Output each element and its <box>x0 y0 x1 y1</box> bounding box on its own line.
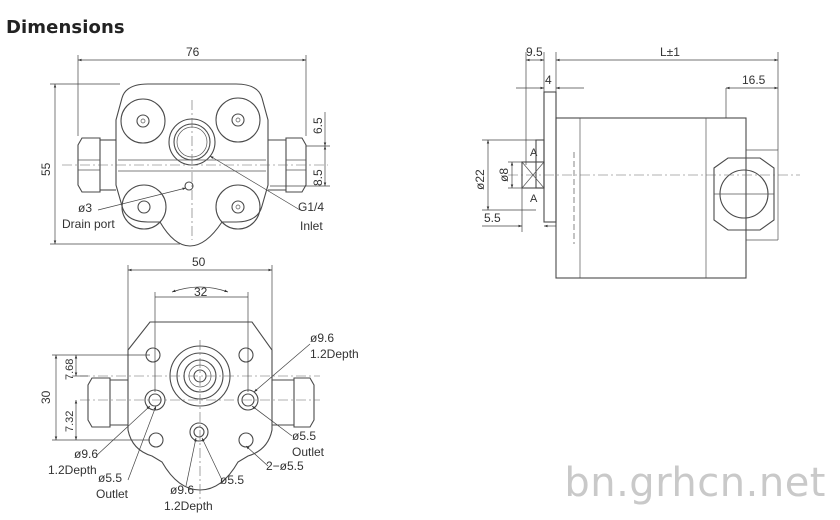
depth-left-label: 1.2Depth <box>48 463 97 477</box>
side-view: 9.5 L±1 4 16.5 ø22 ø8 5.5 A A <box>473 45 800 279</box>
front-view: 76 55 6.5 8.5 ø3 Drain port G1/4 Inlet <box>39 45 330 247</box>
mount-holes-label: 2−ø5.5 <box>266 459 304 473</box>
dim-16-5: 16.5 <box>742 73 766 87</box>
dim-width-76: 76 <box>186 45 200 59</box>
dim-5-5: 5.5 <box>484 211 501 225</box>
bore-top-right-label: ø9.6 <box>310 331 334 345</box>
depth-top-right-label: 1.2Depth <box>310 347 359 361</box>
outlet-right-label: Outlet <box>292 445 325 459</box>
hole-left-label: ø5.5 <box>98 471 122 485</box>
dim-diameter-8: ø8 <box>497 168 511 182</box>
dim-length: L±1 <box>660 45 680 59</box>
bottom-view: 50 32 30 7.68 7.32 ø9.6 1.2Depth ø9.6 1.… <box>39 255 359 513</box>
dim-spacing-32: 32 <box>194 285 208 299</box>
dim-width-50: 50 <box>192 255 206 269</box>
dim-4: 4 <box>545 73 552 87</box>
drain-port-label: Drain port <box>62 217 115 231</box>
watermark: bn.grhcn.net <box>564 460 826 506</box>
dim-offset-6-5: 6.5 <box>311 117 325 134</box>
dim-height-55: 55 <box>39 162 53 176</box>
drain-diameter-label: ø3 <box>78 201 92 215</box>
dimensions-heading: Dimensions <box>6 17 125 38</box>
dim-offset-8-5: 8.5 <box>311 169 325 186</box>
bore-bottom-label: ø9.6 <box>170 483 194 497</box>
dim-7-68: 7.68 <box>64 359 76 380</box>
section-mark-top: A <box>530 147 538 159</box>
bore-left-label: ø9.6 <box>74 447 98 461</box>
hole-right-label: ø5.5 <box>292 429 316 443</box>
inlet-label: Inlet <box>300 219 323 233</box>
dim-9-5: 9.5 <box>526 45 543 59</box>
section-mark-bottom: A <box>530 193 538 205</box>
depth-bottom-label: 1.2Depth <box>164 499 213 513</box>
inlet-thread-label: G1/4 <box>298 200 324 214</box>
dim-height-30: 30 <box>39 390 53 404</box>
outlet-left-label: Outlet <box>96 487 129 501</box>
dim-diameter-22: ø22 <box>473 169 487 190</box>
hole-bottom-label: ø5.5 <box>220 473 244 487</box>
dim-7-32: 7.32 <box>64 411 76 432</box>
